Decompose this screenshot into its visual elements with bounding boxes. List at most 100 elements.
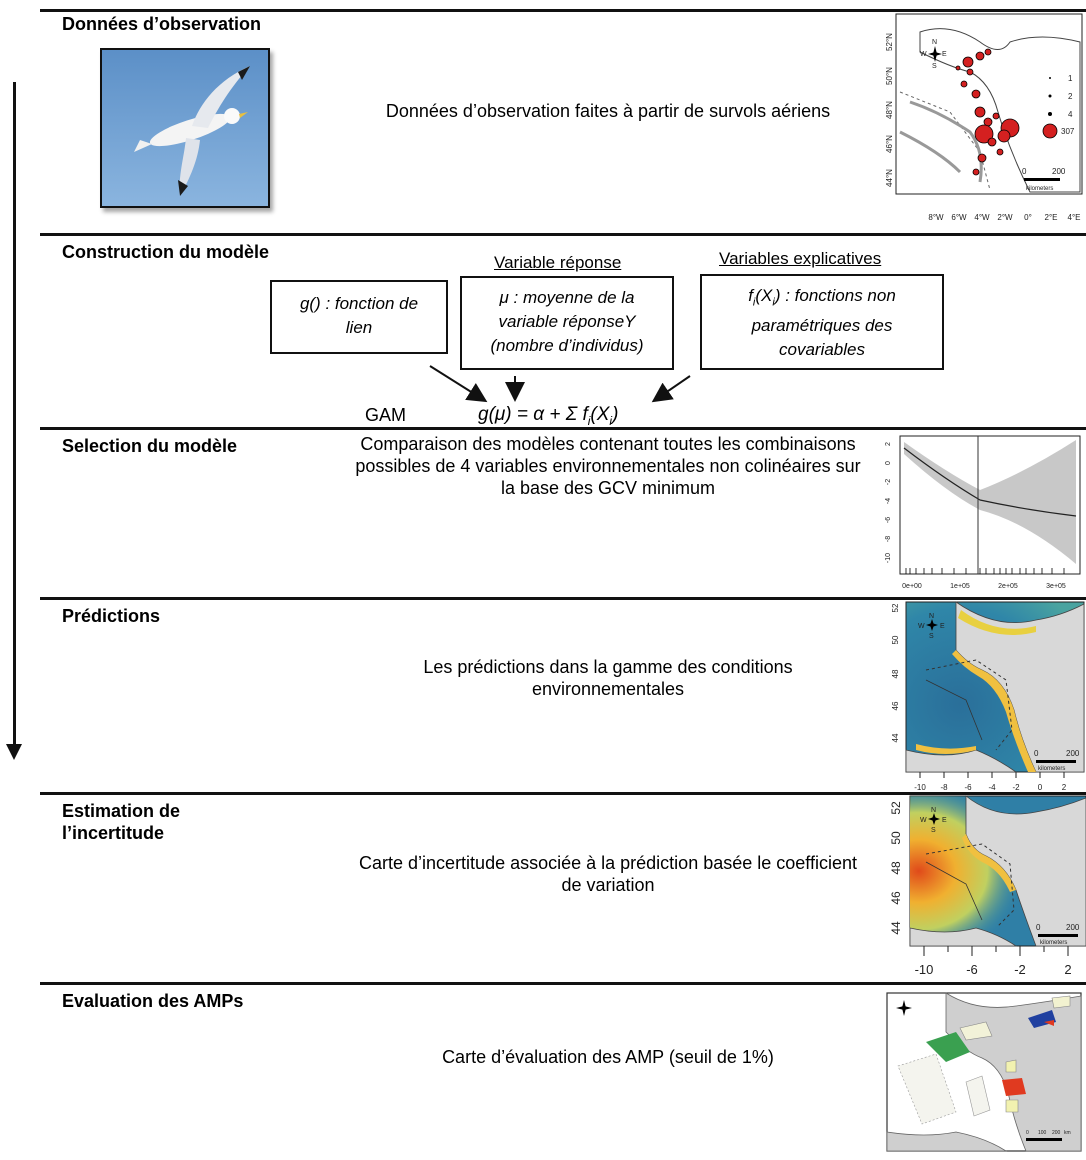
gull-photo	[98, 46, 272, 210]
unc-lat-48: 48	[889, 861, 903, 875]
separator-uncertainty	[40, 792, 1086, 795]
workflow-arrow-head	[6, 744, 22, 760]
amp-scale-200: 200	[1052, 1130, 1061, 1136]
obs-lat-44: 44°N	[885, 169, 894, 187]
obs-scale-0: 0	[1022, 167, 1027, 176]
smooth-y-2: 2	[885, 442, 892, 446]
obs-lat-46: 46°N	[885, 135, 894, 153]
formula-end: )	[612, 404, 619, 425]
obs-legend-1: 1	[1068, 74, 1073, 83]
amp-scale-0: 0	[1026, 1130, 1029, 1136]
pred-lon-m8: -8	[940, 783, 948, 792]
explanatory-variables-header: Variables explicatives	[719, 249, 882, 268]
obs-lon-4w: 4°W	[974, 213, 990, 222]
smooth-x-3: 3e+05	[1046, 583, 1066, 590]
pred-lon-0: 0	[1038, 783, 1043, 792]
amp-scale-100: 100	[1038, 1130, 1047, 1136]
smooth-y-m8: -8	[885, 536, 892, 542]
obs-compass-n: N	[932, 39, 937, 46]
smooth-plot: 2 0 -2 -4 -6 -8 -10 0e+00 1e+05 2e+05 3e…	[876, 432, 1086, 596]
smooth-y-m6: -6	[885, 517, 892, 523]
unc-lat-52: 52	[889, 801, 903, 815]
smooth-y-m2: -2	[885, 479, 892, 485]
link-function-box: g() : fonction de lien	[270, 280, 448, 354]
formula-main: g(μ) = α + Σ f	[478, 404, 588, 425]
unc-compass-s: S	[931, 827, 936, 834]
unc-scale-0: 0	[1036, 923, 1041, 932]
section-title-uncertainty: Estimation de l’incertitude	[62, 801, 181, 843]
unc-lon-m6: -6	[966, 962, 978, 977]
f-paren-open: (X	[755, 286, 773, 305]
formula-sub2: i	[609, 413, 613, 428]
description-observation: Données d’observation faites à partir de…	[385, 101, 831, 121]
f-rest: ) : fonctions non paramétriques des cova…	[751, 286, 896, 360]
separator-evaluation	[40, 982, 1086, 985]
description-predictions: Les prédictions dans la gamme des condit…	[423, 657, 793, 699]
pred-lon-m4: -4	[988, 783, 996, 792]
separator-construction	[40, 233, 1086, 236]
smooth-x-1: 1e+05	[950, 583, 970, 590]
workflow-arrow	[13, 82, 16, 746]
pred-lat-50: 50	[891, 635, 900, 644]
pred-compass-n: N	[929, 613, 934, 620]
smooth-x-0: 0e+00	[902, 583, 922, 590]
pred-compass-w: W	[918, 623, 925, 630]
obs-scale-200: 200	[1052, 167, 1066, 176]
unc-lon-m10: -10	[915, 962, 934, 977]
section-title-evaluation: Evaluation des AMPs	[62, 991, 244, 1011]
description-evaluation: Carte d’évaluation des AMP (seuil de 1%)	[442, 1047, 774, 1067]
separator-predictions	[40, 597, 1086, 600]
pred-compass-s: S	[929, 633, 934, 640]
obs-legend-4: 4	[1068, 110, 1073, 119]
mean-response-box: μ : moyenne de la variable réponseY (nom…	[460, 276, 674, 370]
pred-lat-44: 44	[891, 733, 900, 742]
pred-lon-m2: -2	[1012, 783, 1020, 792]
pred-lon-2: 2	[1062, 783, 1067, 792]
construction-arrows	[429, 365, 691, 403]
unc-scale-unit: kilometers	[1040, 940, 1067, 946]
covariate-functions-box: fi(Xi) : fonctions non paramétriques des…	[700, 274, 944, 370]
f-paren-sub: i	[772, 296, 775, 309]
smooth-y-m10: -10	[885, 553, 892, 563]
unc-compass-e: E	[942, 817, 947, 824]
amp-scale-km: km	[1064, 1130, 1071, 1136]
unc-scale-200: 200	[1066, 923, 1080, 932]
amp-evaluation-map: 0 100 200 km	[886, 992, 1082, 1152]
obs-compass-w: W	[920, 51, 927, 58]
obs-lon-6w: 6°W	[951, 213, 967, 222]
pred-lon-m6: -6	[964, 783, 972, 792]
obs-legend-307: 307	[1061, 127, 1075, 136]
unc-lat-44: 44	[889, 921, 903, 935]
obs-lat-52: 52°N	[885, 33, 894, 51]
formula-mid: (X	[590, 404, 610, 425]
description-uncertainty: Carte d’incertitude associée à la prédic…	[359, 853, 857, 895]
obs-lat-48: 48°N	[885, 101, 894, 119]
obs-lon-2w: 2°W	[997, 213, 1013, 222]
unc-lon-m2: -2	[1014, 962, 1026, 977]
pred-lat-48: 48	[891, 669, 900, 678]
smooth-y-m4: -4	[885, 498, 892, 504]
obs-lon-4e: 4°E	[1068, 213, 1081, 222]
obs-compass-e: E	[942, 51, 947, 58]
unc-lat-50: 50	[889, 831, 903, 845]
formula-sub1: i	[587, 413, 591, 428]
obs-lon-2e: 2°E	[1045, 213, 1058, 222]
response-variable-header: Variable réponse	[494, 253, 622, 272]
pred-lon-m10: -10	[914, 783, 926, 792]
unc-lat-46: 46	[889, 891, 903, 905]
observation-map: 1 2 4 307 N W E S 0 200 kilometers 52°N …	[880, 12, 1086, 230]
section-title-observation: Données d’observation	[62, 14, 262, 34]
smooth-y-0: 0	[885, 461, 892, 465]
unc-compass-n: N	[931, 807, 936, 814]
section-title-selection: Selection du modèle	[62, 436, 238, 456]
unc-compass-w: W	[920, 817, 927, 824]
f-prefix: f	[748, 286, 753, 305]
gam-formula: g(μ) = α + Σ fi(Xi)	[478, 404, 618, 428]
obs-lon-0: 0°	[1024, 213, 1032, 222]
obs-legend-2: 2	[1068, 92, 1073, 101]
obs-lon-8w: 8°W	[928, 213, 944, 222]
pred-lat-46: 46	[891, 701, 900, 710]
pred-scale-unit: kilometers	[1038, 766, 1065, 772]
pred-scale-0: 0	[1034, 749, 1039, 758]
section-title-predictions: Prédictions	[62, 606, 161, 626]
